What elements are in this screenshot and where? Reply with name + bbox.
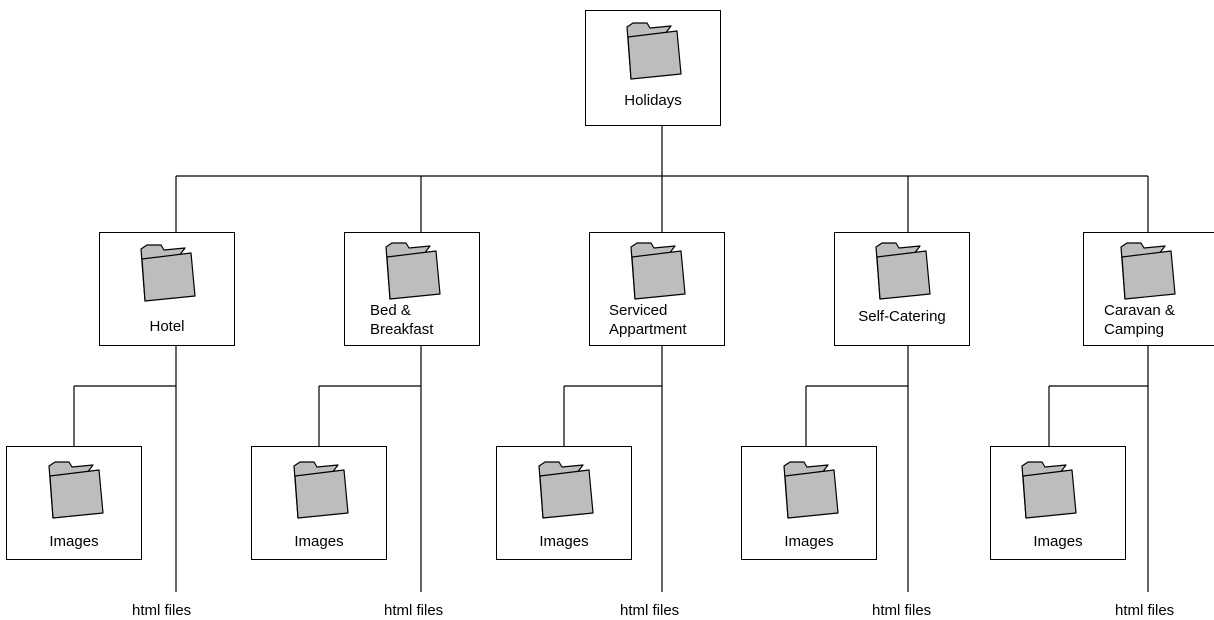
folder-label: Holidays: [624, 92, 682, 109]
folder-icon: [1021, 461, 1077, 519]
html-files-label: html files: [132, 602, 192, 619]
images-folder-box[interactable]: Images: [496, 446, 632, 560]
folder-label: Self-Catering: [858, 308, 946, 325]
html-files-label: html files: [872, 602, 932, 619]
category-folder-box[interactable]: Hotel: [99, 232, 235, 346]
folder-label-line-1: Caravan &: [1104, 302, 1175, 319]
images-folder-box[interactable]: Images: [251, 446, 387, 560]
category-folder-box[interactable]: Bed & Breakfast: [344, 232, 480, 346]
folder-label-line-2: Camping: [1104, 321, 1165, 338]
folder-icon: [385, 242, 441, 300]
folder-label: Images: [539, 533, 589, 550]
folder-label: Images: [294, 533, 344, 550]
folder-icon: [538, 461, 594, 519]
folder-icon: [140, 244, 196, 302]
folder-label: Images: [1033, 533, 1083, 550]
folder-icon: [293, 461, 349, 519]
category-folder-box[interactable]: Serviced Appartment: [589, 232, 725, 346]
folder-icon: [1120, 242, 1176, 300]
root-folder-box[interactable]: Holidays: [585, 10, 721, 126]
folder-label-line-2: Appartment: [609, 321, 687, 338]
images-folder-box[interactable]: Images: [6, 446, 142, 560]
images-folder-box[interactable]: Images: [990, 446, 1126, 560]
folder-label-line-1: Bed &: [370, 302, 411, 319]
category-folder-box[interactable]: Caravan & Camping: [1083, 232, 1214, 346]
html-files-label: html files: [620, 602, 680, 619]
images-folder-box[interactable]: Images: [741, 446, 877, 560]
folder-icon: [626, 22, 682, 80]
folder-label-line-2: Breakfast: [370, 321, 434, 338]
category-folder-box[interactable]: Self-Catering: [834, 232, 970, 346]
folder-label: Hotel: [149, 318, 185, 335]
folder-label-line-1: Serviced: [609, 302, 668, 319]
folder-icon: [48, 461, 104, 519]
folder-icon: [783, 461, 839, 519]
folder-label: Images: [784, 533, 834, 550]
folder-icon: [875, 242, 931, 300]
folder-label: Images: [49, 533, 99, 550]
html-files-label: html files: [384, 602, 444, 619]
folder-icon: [630, 242, 686, 300]
html-files-label: html files: [1115, 602, 1175, 619]
